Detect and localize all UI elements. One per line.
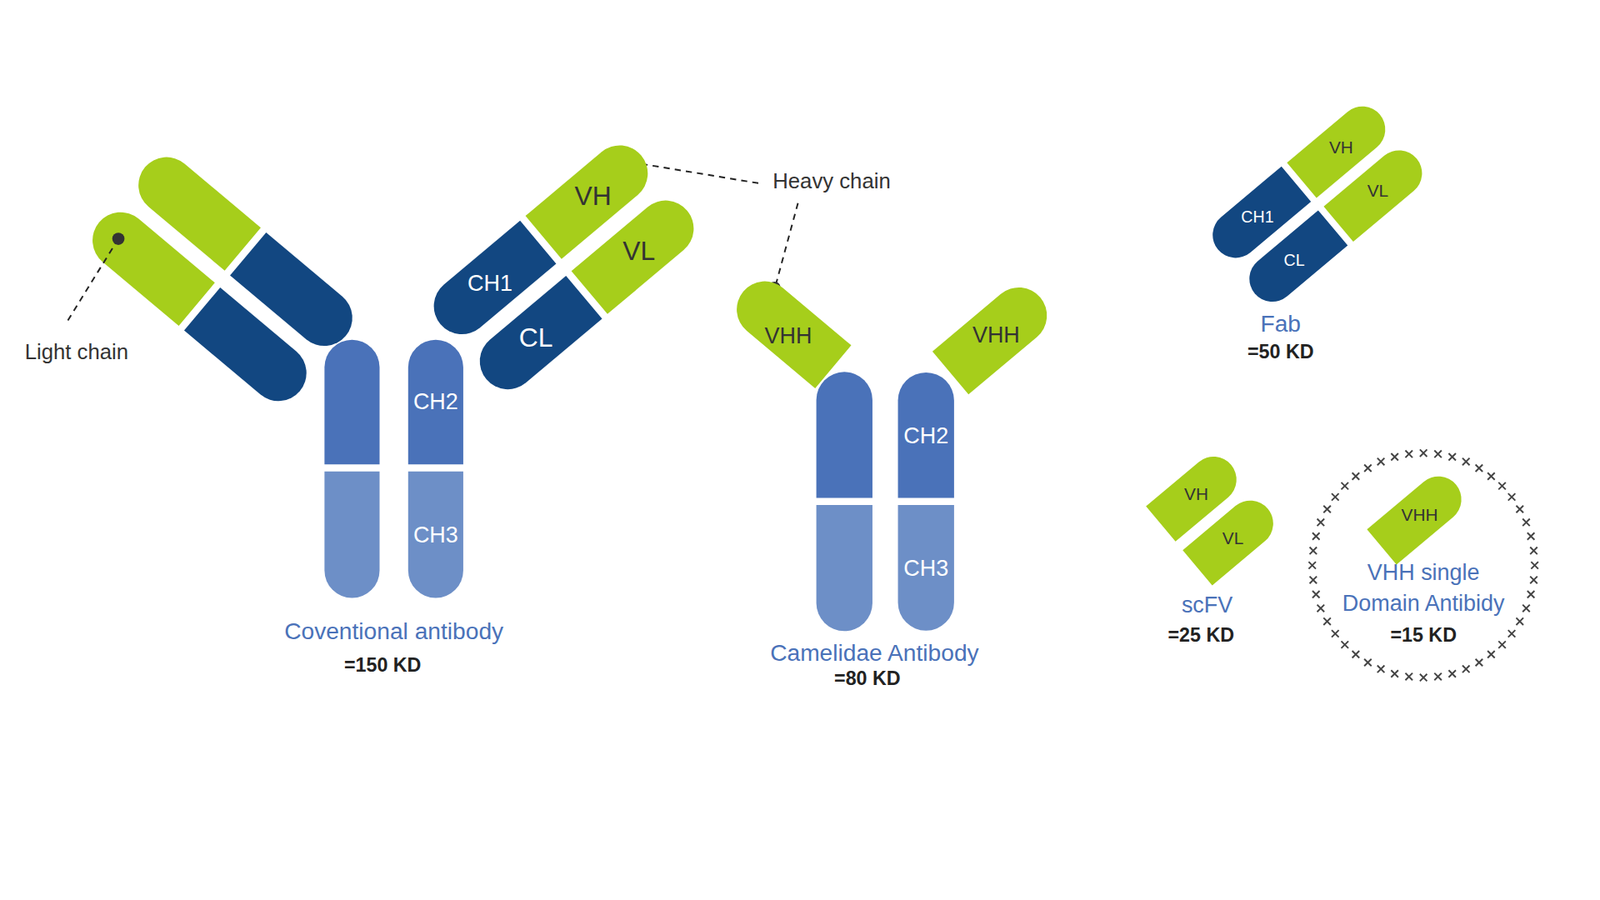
segment-label: VHH bbox=[970, 321, 1019, 348]
dotted-circle: VHH single Domain Antibidy =15 KD VHH bbox=[1305, 446, 1541, 684]
caption-label: =50 KD bbox=[1247, 340, 1315, 364]
segment-label: VL bbox=[621, 235, 655, 267]
caption-label: Coventional antibody bbox=[284, 618, 504, 645]
constant-domain: CH2 bbox=[408, 340, 464, 465]
segment-label: CL bbox=[517, 322, 552, 354]
segment-label: =15 KD bbox=[1390, 624, 1457, 647]
segment-label: VL bbox=[1366, 180, 1388, 201]
segment-label: CH2 bbox=[413, 389, 459, 415]
antibody-domain: VHH bbox=[725, 269, 851, 388]
segment-label: VHH bbox=[1400, 505, 1437, 525]
segment-label: CH1 bbox=[1240, 206, 1274, 226]
caption-label: scFV bbox=[1181, 592, 1233, 619]
segment-label: VH bbox=[1329, 136, 1354, 157]
constant-domain: CH3 bbox=[898, 505, 955, 631]
segment-label: CH3 bbox=[903, 555, 949, 581]
caption-label: =80 KD bbox=[834, 667, 901, 690]
caption-label: Heavy chain bbox=[772, 169, 891, 195]
caption-label: Camelidae Antibody bbox=[770, 639, 980, 666]
constant-domain: CH3 bbox=[408, 471, 464, 599]
segment-label: CH1 bbox=[466, 270, 512, 296]
antibody-domain: VHH bbox=[1366, 466, 1471, 565]
segment-label: CH2 bbox=[903, 422, 949, 449]
caption-label: =25 KD bbox=[1167, 624, 1235, 647]
constant-domain: CH2 bbox=[898, 372, 955, 499]
segment-label: VHH bbox=[764, 321, 812, 348]
caption-label: Light chain bbox=[25, 340, 129, 365]
caption-label: Fab bbox=[1260, 310, 1301, 337]
segment-label: VL bbox=[1221, 527, 1243, 548]
segment-label: VHH single Domain Antibidy bbox=[1326, 555, 1521, 620]
segment-label: CL bbox=[1283, 250, 1305, 270]
segment-label: CH3 bbox=[413, 521, 459, 548]
segment-label: VH bbox=[1184, 484, 1209, 505]
caption-label: =150 KD bbox=[344, 654, 421, 677]
antibody-domain: VHH bbox=[931, 275, 1058, 395]
segment-label: VH bbox=[573, 180, 610, 212]
